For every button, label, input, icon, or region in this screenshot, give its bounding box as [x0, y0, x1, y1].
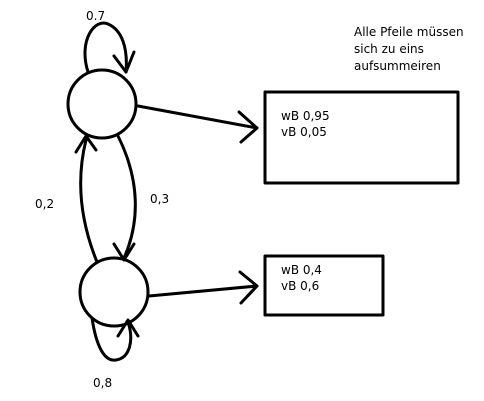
transition-label-bottom-to-top: 0,2: [35, 197, 55, 211]
arrow-top-to-bottom-arrowhead: [112, 242, 136, 262]
emission-line: vB 0,6: [281, 279, 320, 293]
emission-arrow-bottom-arrowhead: [238, 270, 259, 305]
emission-box-top-text: wB 0,95 vB 0,05: [281, 108, 330, 140]
emission-arrow-bottom: [147, 284, 259, 298]
emission-box-bottom-text: wB 0,4 vB 0,6: [281, 262, 322, 294]
state-circle-top: [66, 68, 138, 140]
note-text: Alle Pfeile müssen sich zu eins aufsumme…: [354, 24, 464, 75]
arrow-top-to-bottom: [116, 134, 137, 260]
emission-line: vB 0,05: [281, 125, 327, 139]
emission-box-top: [263, 90, 460, 185]
self-loop-top: [83, 21, 128, 74]
arrow-bottom-to-top: [79, 138, 99, 264]
emission-arrow-top: [136, 104, 259, 130]
transition-label-top-to-bottom: 0,3: [150, 192, 170, 206]
note-line: aufsummeiren: [354, 59, 441, 73]
emission-line: wB 0,95: [281, 109, 330, 123]
emission-line: wB 0,4: [281, 263, 322, 277]
self-loop-bottom-arrowhead: [116, 318, 140, 338]
note-line: Alle Pfeile müssen: [354, 25, 464, 39]
emission-box-bottom: [263, 254, 385, 317]
self-loop-top-label: 0.7: [86, 9, 106, 23]
self-loop-bottom: [90, 316, 133, 362]
note-line: sich zu eins: [354, 42, 424, 56]
self-loop-top-arrowhead: [112, 50, 136, 74]
state-circle-bottom: [78, 256, 150, 328]
arrow-bottom-to-top-arrowhead: [74, 134, 98, 154]
self-loop-bottom-label: 0,8: [93, 376, 113, 390]
emission-arrow-top-arrowhead: [237, 110, 259, 144]
